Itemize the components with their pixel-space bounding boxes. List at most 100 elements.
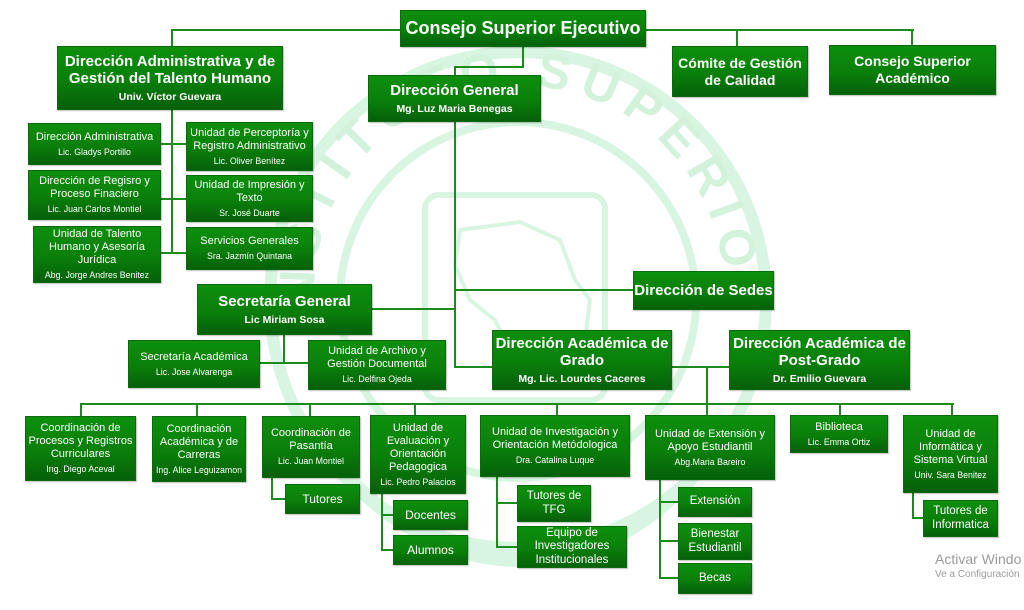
node-title: Coordinación de Pasantía	[270, 427, 352, 453]
connector-line	[80, 403, 82, 417]
node-person: Lic Miriam Sosa	[244, 313, 325, 326]
node-title: Tutores de TFG	[526, 489, 582, 516]
node-bienestar-estudiantil: Bienestar Estudiantil	[678, 523, 752, 560]
node-title: Tutores	[302, 491, 343, 506]
node-person: Mg. Luz Maria Benegas	[396, 102, 513, 115]
connector-line	[659, 577, 679, 579]
node-title: Biblioteca	[815, 420, 863, 433]
connector-line	[371, 308, 456, 310]
node-title: Unidad de Talento Humano y Asesoría Jurí…	[49, 228, 145, 267]
node-unidad-talento-humano: Unidad de Talento Humano y Asesoría Jurí…	[33, 226, 161, 283]
node-secretaria-general: Secretaría General Lic Miriam Sosa	[197, 284, 372, 335]
connector-line	[671, 366, 730, 368]
node-person: Ing. Alice Leguizamon	[155, 464, 243, 475]
node-title: Cómite de Gestión de Calidad	[678, 54, 802, 88]
node-title: Dirección Académica de Grado	[495, 334, 669, 370]
node-person: Lic. Juan Carlos Montiel	[47, 204, 142, 215]
connector-line	[659, 479, 661, 579]
node-consejo-superior-academico: Consejo Superior Académico	[829, 45, 996, 95]
node-title: Consejo Superior Académico	[854, 53, 971, 86]
node-extension: Extensión	[678, 487, 752, 517]
connector-line	[271, 477, 273, 500]
node-title: Coordinación de Procesos y Registros Cur…	[28, 422, 133, 461]
node-unidad-archivo: Unidad de Archivo y Gestión Documental L…	[308, 340, 446, 390]
node-title: Becas	[699, 571, 731, 584]
node-person: Sra. Jazmín Quintana	[206, 251, 293, 262]
node-person: Lic. Jose Alvarenga	[155, 366, 233, 377]
node-direccion-general: Dirección General Mg. Luz Maria Benegas	[368, 75, 541, 122]
node-direccion-academica-grado: Dirección Académica de Grado Mg. Lic. Lo…	[492, 330, 672, 390]
node-title: Bienestar Estudiantil	[688, 527, 742, 554]
node-docentes: Docentes	[393, 500, 468, 530]
node-person: Lic. Oliver Benítez	[213, 155, 286, 166]
connector-line	[454, 366, 493, 368]
connector-line	[454, 121, 456, 368]
node-comite-gestion-calidad: Cómite de Gestión de Calidad	[672, 46, 808, 97]
connector-line	[454, 289, 634, 291]
node-person: Dr. Emilio Guevara	[772, 372, 867, 385]
connector-line	[454, 66, 524, 68]
connector-line	[454, 66, 456, 76]
node-title: Tutores de Informatica	[932, 504, 989, 531]
connector-line	[839, 403, 841, 416]
node-title: Unidad de Perceptoría y Registro Adminis…	[190, 126, 309, 152]
node-direccion-sedes: Dirección de Sedes	[633, 271, 774, 310]
node-title: Dirección de Sedes	[634, 281, 773, 299]
node-person: Ing. Diego Aceval	[46, 464, 115, 475]
node-title: Extensión	[689, 495, 741, 508]
connector-line	[706, 403, 708, 416]
node-unidad-informatica: Unidad de Informática y Sistema Virtual …	[903, 415, 998, 493]
node-person: Mg. Lic. Lourdes Caceres	[518, 372, 646, 385]
activation-title: Activar Windo	[935, 551, 1022, 567]
node-person: Sr. José Duarte	[219, 207, 280, 218]
node-person: Lic. Delfina Ojeda	[342, 374, 412, 385]
activation-subtitle: Ve a Configuración	[935, 569, 1020, 580]
connector-line	[706, 366, 708, 405]
connector-line	[912, 517, 924, 519]
node-servicios-generales: Servicios Generales Sra. Jazmín Quintana	[186, 227, 313, 270]
node-unidad-investigacion: Unidad de Investigación y Orientación Me…	[480, 415, 630, 477]
node-title: Dirección Administrativa	[35, 130, 154, 143]
node-person: Abg.Maria Bareiro	[674, 456, 746, 467]
node-title: Docentes	[405, 507, 456, 522]
node-person: Lic. Pedro Palacios	[380, 476, 456, 487]
connector-line	[309, 403, 311, 417]
node-unidad-perceptoria: Unidad de Perceptoría y Registro Adminis…	[186, 122, 313, 171]
connector-line	[659, 501, 679, 503]
node-title: Servicios Generales	[200, 235, 299, 248]
connector-line	[659, 540, 679, 542]
node-title: Dirección Administrativa y de Gestión de…	[64, 52, 276, 88]
node-title: Dirección General	[390, 81, 519, 99]
connector-line	[80, 403, 954, 405]
node-title: Unidad de Informática y Sistema Virtual	[913, 427, 988, 466]
connector-line	[171, 109, 173, 254]
connector-line	[951, 403, 953, 416]
connector-line	[496, 546, 518, 548]
node-person: Univ. Víctor Guevara	[118, 90, 222, 103]
node-direccion-administrativa: Dirección Administrativa Lic. Gladys Por…	[28, 123, 161, 165]
node-title: Unidad de Evaluación y Orientación Pedag…	[386, 421, 450, 473]
node-tutores-tfg: Tutores de TFG	[517, 485, 591, 522]
node-coordinacion-academica: Coordinación Académica y de Carreras Ing…	[152, 416, 246, 482]
connector-line	[912, 492, 914, 519]
node-title: Coordinación Académica y de Carreras	[159, 422, 239, 461]
node-person: Univ. Sara Benitez	[914, 469, 987, 480]
node-direccion-administrativa-talento-humano: Dirección Administrativa y de Gestión de…	[57, 46, 283, 110]
node-coordinacion-procesos: Coordinación de Procesos y Registros Cur…	[25, 416, 136, 481]
node-title: Equipo de Investigadores Institucionales	[534, 526, 610, 566]
connector-line	[522, 46, 524, 68]
connector-line	[160, 143, 187, 145]
node-title: Alumnos	[407, 542, 454, 557]
node-title: Secretaría General	[218, 292, 351, 310]
node-unidad-evaluacion: Unidad de Evaluación y Orientación Pedag…	[370, 415, 466, 494]
node-unidad-impresion: Unidad de Impresión y Texto Sr. José Dua…	[186, 175, 313, 222]
node-consejo-superior-ejecutivo: Consejo Superior Ejecutivo	[400, 10, 646, 47]
node-unidad-extension: Unidad de Extensión y Apoyo Estudiantil …	[645, 415, 775, 480]
node-tutores: Tutores	[285, 484, 360, 514]
node-equipo-investigadores: Equipo de Investigadores Institucionales	[517, 526, 627, 568]
connector-line	[381, 549, 394, 551]
seal-map-frame	[422, 192, 608, 403]
node-person: Dra. Catalina Luque	[515, 455, 595, 466]
connector-line	[381, 493, 383, 551]
